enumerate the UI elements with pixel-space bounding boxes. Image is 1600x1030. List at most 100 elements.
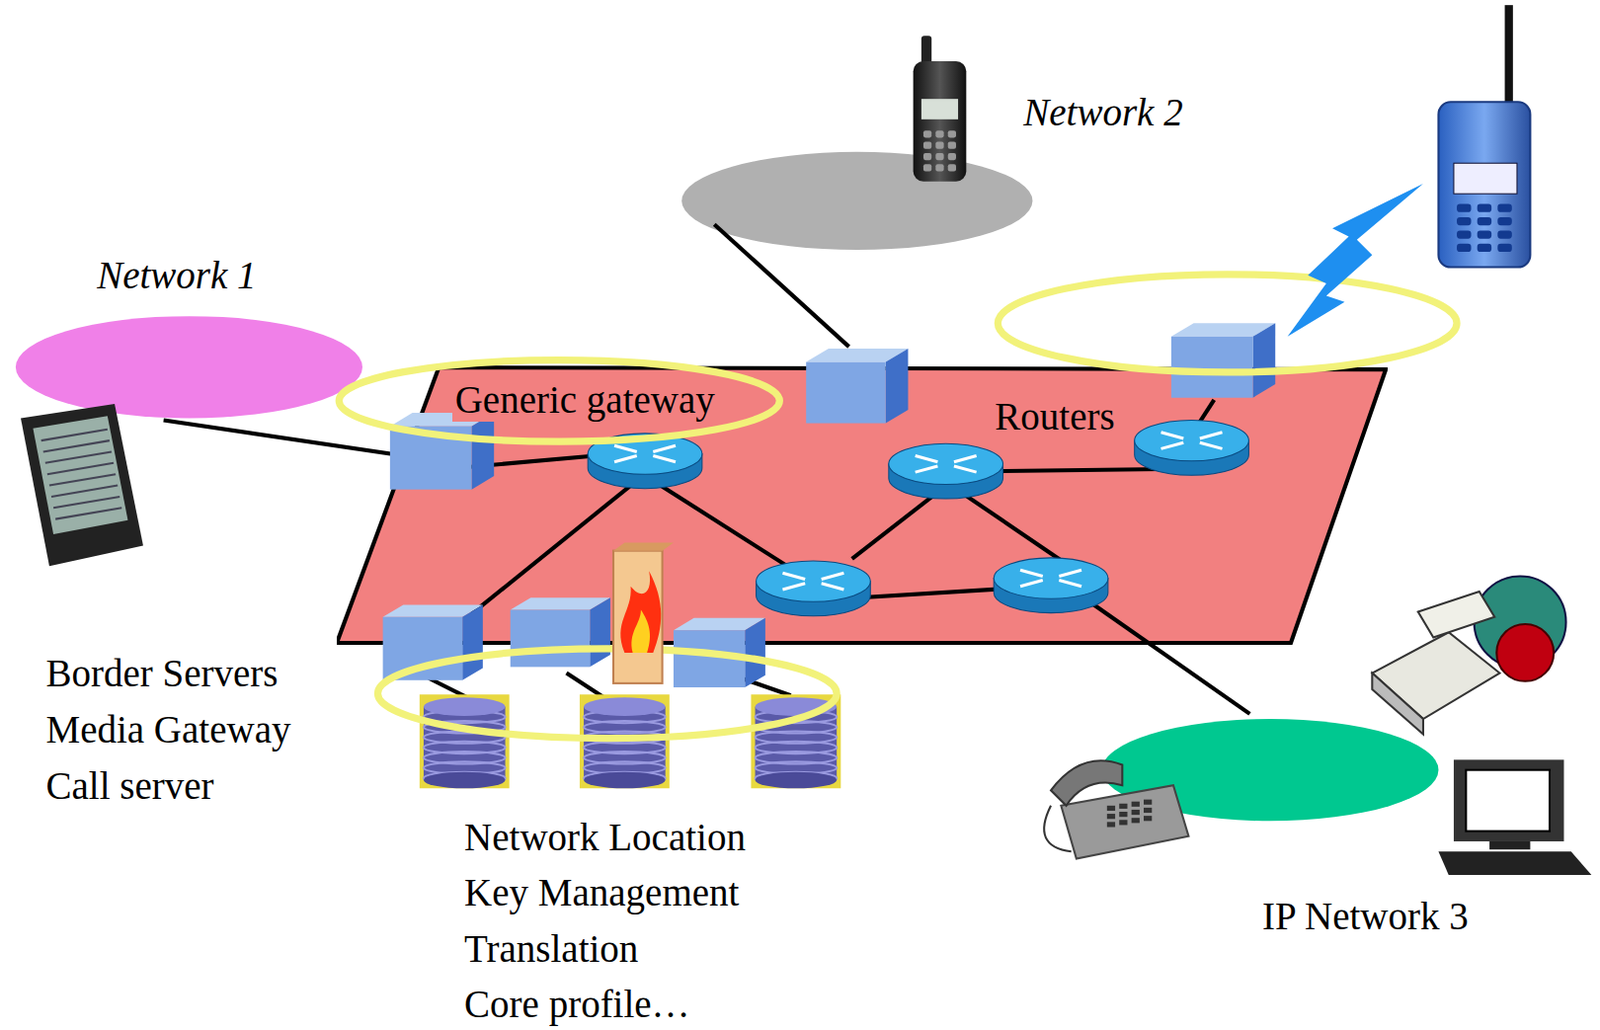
mobile-phone: [913, 35, 967, 182]
network-1-ellipse: [15, 316, 363, 418]
gateway-cube: [805, 348, 908, 424]
router-arrow: [782, 572, 805, 579]
desk-phone: [1043, 760, 1189, 859]
globe-mark: [1496, 624, 1554, 682]
flame-core: [631, 610, 650, 653]
office-equipment: [1371, 575, 1566, 734]
keyboard: [1438, 851, 1592, 876]
pda-screen: [32, 415, 128, 535]
phone-key: [935, 142, 944, 150]
network-name: Network 1: [96, 254, 256, 298]
paper: [1418, 591, 1495, 638]
core-label: Routers: [994, 396, 1115, 439]
gateway-cube: [510, 597, 611, 667]
gateway-cube: [383, 604, 483, 680]
radio-signal: [1287, 183, 1424, 337]
radio-key: [1456, 230, 1471, 239]
desk-key: [1119, 819, 1127, 825]
phone-key: [923, 153, 932, 160]
radio-key: [1477, 230, 1492, 239]
radio-handset: [1438, 4, 1530, 267]
desk-key: [1143, 800, 1152, 805]
desk-key: [1131, 809, 1140, 815]
router-top: [1134, 419, 1250, 461]
router-arrow: [1058, 569, 1082, 576]
phone-key: [935, 163, 944, 171]
pda-line: [53, 496, 120, 508]
router-arrow: [652, 445, 676, 452]
core-label: Generic gateway: [452, 379, 719, 422]
desk-key: [1107, 813, 1116, 819]
router-arrow: [821, 583, 845, 590]
radio-key: [1456, 217, 1471, 226]
pda: [20, 403, 144, 566]
desk-key: [1119, 803, 1127, 809]
function-label: Border Servers: [45, 652, 278, 696]
router-icon: [993, 558, 1109, 614]
network-clouds: [15, 152, 1440, 821]
cube-side: [744, 618, 766, 688]
phone-key: [948, 130, 957, 138]
router-arrow: [1200, 432, 1223, 439]
pda-body: [20, 403, 144, 566]
gateway-cube: [1171, 322, 1276, 399]
router-arrow: [1200, 442, 1223, 449]
router-top: [756, 560, 872, 602]
pda-line: [41, 429, 108, 441]
database-backdrop: [419, 694, 510, 789]
cube-front: [383, 617, 464, 681]
router-top: [993, 558, 1109, 599]
database-bottom: [583, 772, 666, 790]
monitor-stand: [1489, 841, 1530, 850]
function-label: Call server: [45, 765, 214, 808]
flame: [620, 570, 661, 653]
router-arrow: [915, 466, 939, 473]
service-label: Network Location: [464, 816, 746, 860]
link-line: [714, 224, 849, 347]
phone-key: [923, 142, 932, 150]
desk-key: [1119, 811, 1127, 817]
radio-key: [1497, 217, 1512, 226]
radio-body: [1438, 101, 1530, 267]
radio-key: [1456, 243, 1471, 252]
database-top: [423, 697, 506, 717]
desk-phone-handset: [1050, 760, 1122, 806]
radio-key: [1497, 230, 1512, 239]
database-body: [423, 707, 506, 781]
phone-key: [923, 163, 932, 171]
desk-phone-cord: [1043, 805, 1072, 852]
desk-key: [1107, 821, 1116, 827]
router-arrow: [954, 466, 977, 473]
router-icon: [756, 560, 872, 617]
cube-side: [462, 604, 483, 680]
pda-line: [47, 463, 114, 475]
radio-key: [1497, 243, 1512, 252]
cube-side: [589, 597, 611, 667]
phone-key: [948, 153, 957, 160]
phone-key: [935, 153, 944, 160]
router-icon: [1134, 419, 1250, 476]
highlight-ring: [377, 648, 837, 739]
radio-key: [1477, 243, 1492, 252]
network-2-ellipse: [681, 152, 1033, 250]
radio-screen: [1453, 162, 1518, 194]
computer: [1438, 759, 1592, 876]
database-top: [583, 697, 666, 717]
router-arrow: [652, 456, 676, 463]
desk-key: [1131, 817, 1140, 823]
gateway-cube: [390, 412, 494, 490]
router-arrow: [614, 456, 638, 463]
phone-body: [913, 61, 967, 182]
printer-side: [1371, 673, 1424, 735]
network-name: Network 2: [1023, 91, 1183, 135]
router-arrow: [1020, 580, 1043, 587]
router-arrow: [782, 583, 805, 590]
service-label: Key Management: [464, 872, 739, 915]
core-parallelogram: [336, 367, 1386, 643]
desk-key: [1143, 815, 1152, 821]
cube-front: [510, 610, 591, 668]
phone-key: [948, 163, 957, 171]
router-top: [888, 443, 1004, 484]
cube-front: [1171, 336, 1254, 399]
